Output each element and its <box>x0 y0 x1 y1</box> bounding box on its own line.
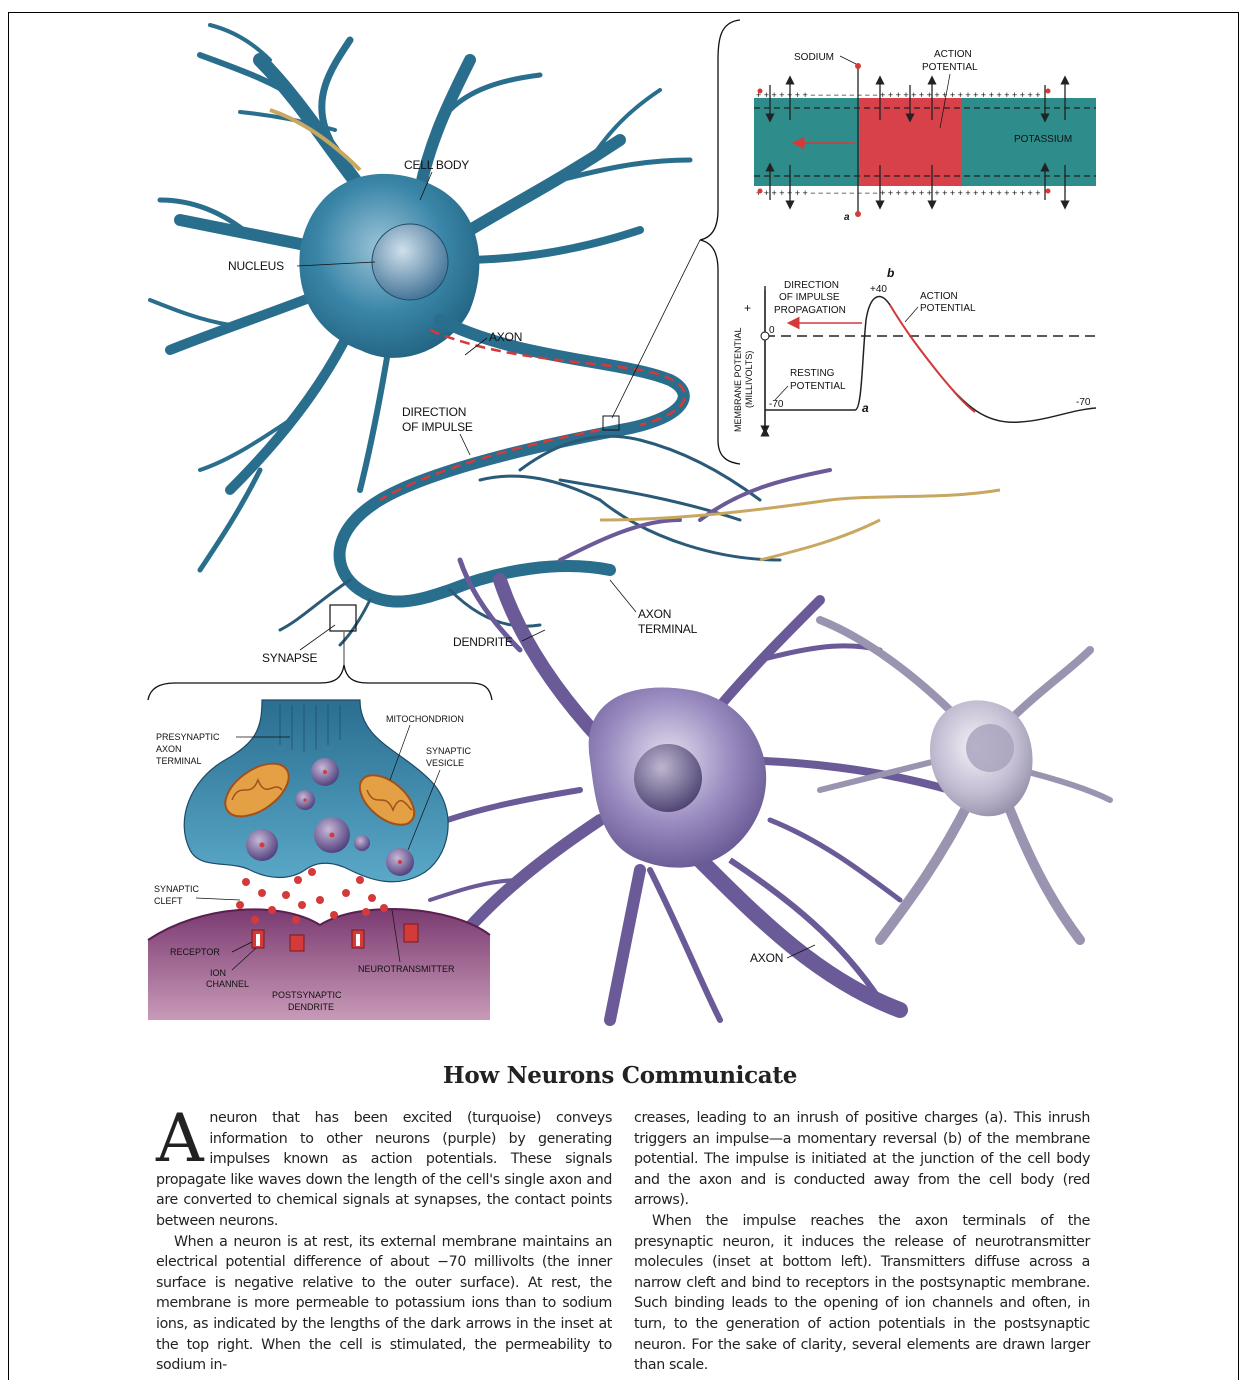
label-ion-channel-1: ION <box>210 968 226 978</box>
label-synapse: SYNAPSE <box>262 651 317 665</box>
label-graph-action-2: POTENTIAL <box>920 303 976 314</box>
label-neurotransmitter: NEUROTRANSMITTER <box>358 964 455 974</box>
label-cleft-2: CLEFT <box>154 896 183 906</box>
label-direction-1: DIRECTION <box>402 405 466 419</box>
label-resting-1: RESTING <box>790 368 835 379</box>
label-direction-prop-1: DIRECTION <box>784 280 839 291</box>
presynaptic-neuron <box>150 25 780 645</box>
label-direction-prop-3: PROPAGATION <box>774 305 846 316</box>
drop-cap: A <box>156 1112 203 1166</box>
nucleus <box>372 224 448 300</box>
brace-bottom-left <box>148 665 492 700</box>
label-cleft-1: SYNAPTIC <box>154 884 200 894</box>
tick-zero: 0 <box>769 325 775 336</box>
tick-peak: +40 <box>870 284 887 295</box>
label-nucleus: NUCLEUS <box>228 259 284 273</box>
label-dendrite: DENDRITE <box>453 635 513 649</box>
synapse-inset: PRESYNAPTIC AXON TERMINAL MITOCHONDRION … <box>148 700 490 1020</box>
y-axis-label-2: (MILLIVOLTS) <box>744 351 754 408</box>
article-column-right: creases, leading to an inrush of positiv… <box>634 1108 1090 1376</box>
paragraph-3: creases, leading to an inrush of positiv… <box>634 1108 1090 1211</box>
potential-graph: MEMBRANE POTENTIAL (MILLIVOLTS) + DIRECT… <box>733 266 1096 432</box>
paragraph-1: A neuron that has been excited (turquois… <box>156 1108 612 1232</box>
membrane-inset: + + + + + + + − − − − − − − − − + + + + … <box>754 49 1096 223</box>
label-postsynaptic-1: POSTSYNAPTIC <box>272 990 342 1000</box>
neuron-illustration: CELL BODY NUCLEUS AXON DIRECTION OF IMPU… <box>0 0 1241 1060</box>
label-action-potential-2: POTENTIAL <box>922 62 978 73</box>
axon-turquoise <box>340 320 684 602</box>
paragraph-4: When the impulse reaches the axon termin… <box>634 1211 1090 1376</box>
label-postsynaptic-2: DENDRITE <box>288 1002 334 1012</box>
label-sodium: SODIUM <box>794 52 834 63</box>
label-axon-lower: AXON <box>750 951 783 965</box>
label-ion-channel-2: CHANNEL <box>206 979 249 989</box>
label-potassium: POTASSIUM <box>1014 134 1072 145</box>
label-axon-upper: AXON <box>489 330 522 344</box>
svg-text:+ + + + + + + − − − − − − − −: + + + + + + + − − − − − − − − − + + + + … <box>756 90 1040 100</box>
graph-point-a: a <box>862 401 869 415</box>
svg-text:+ + + + + + + − − − − − − − −: + + + + + + + − − − − − − − − − + + + + … <box>756 188 1040 198</box>
nucleus-purple <box>634 744 702 812</box>
graph-point-b: b <box>887 266 894 280</box>
paragraph-1-text: neuron that has been excited (turquoise)… <box>156 1110 612 1229</box>
paragraph-2: When a neuron is at rest, its external m… <box>156 1232 612 1376</box>
label-vesicle-2: VESICLE <box>426 758 464 768</box>
label-resting-2: POTENTIAL <box>790 381 846 392</box>
label-direction-2: OF IMPULSE <box>402 420 473 434</box>
label-axon-terminal-2: TERMINAL <box>638 622 698 636</box>
y-axis-label-1: MEMBRANE POTENTIAL <box>733 327 743 432</box>
third-neuron <box>820 620 1110 940</box>
label-graph-action-1: ACTION <box>920 291 958 302</box>
label-axon-terminal-1: AXON <box>638 607 671 621</box>
label-direction-prop-2: OF IMPULSE <box>779 292 840 303</box>
label-receptor: RECEPTOR <box>170 947 220 957</box>
article-title: How Neurons Communicate <box>330 1062 910 1089</box>
plus-sign: + <box>744 301 751 315</box>
label-point-a-top: a <box>844 212 850 223</box>
label-action-potential-1: ACTION <box>934 49 972 60</box>
tick-rest-right: -70 <box>1076 397 1091 408</box>
tick-rest-left: -70 <box>769 399 784 410</box>
label-mitochondrion: MITOCHONDRION <box>386 714 464 724</box>
label-vesicle-1: SYNAPTIC <box>426 746 472 756</box>
label-cell-body: CELL BODY <box>404 158 469 172</box>
label-presynaptic-1: PRESYNAPTIC <box>156 732 220 742</box>
article-column-left: A neuron that has been excited (turquois… <box>156 1108 612 1376</box>
label-presynaptic-2: AXON <box>156 744 182 754</box>
label-presynaptic-3: TERMINAL <box>156 756 202 766</box>
